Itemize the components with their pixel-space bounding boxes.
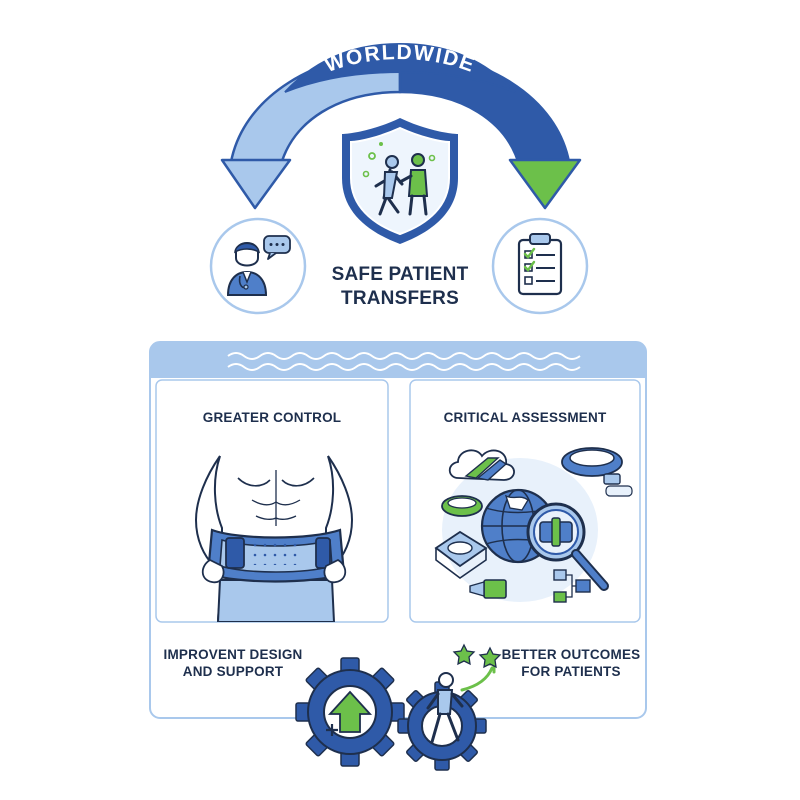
- gear-arrow-icon: [295, 657, 405, 767]
- checklist-icon: [491, 217, 589, 315]
- flowchart-icon: [553, 569, 591, 603]
- bottom-left-line1: IMPROVENT DESIGN: [163, 647, 303, 662]
- bottom-left-line2: AND SUPPORT: [182, 663, 284, 679]
- bottom-right-line1: BETTER OUTCOMES: [501, 647, 641, 662]
- cloud-icon: [448, 449, 515, 481]
- box-icon: [434, 530, 488, 579]
- globe-magnifier-icon: [434, 447, 633, 603]
- gait-belt-torso-icon: [194, 455, 354, 622]
- left-panel-title: GREATER CONTROL: [202, 410, 342, 425]
- bottom-right-line2: FOR PATIENTS: [521, 663, 621, 679]
- gear-walking-icon: [397, 643, 502, 771]
- green-band-icon: [441, 495, 483, 517]
- band-icon: [561, 447, 633, 497]
- right-panel-title: CRITICAL ASSESSMENT: [443, 410, 607, 425]
- shield-patient-icon: [342, 118, 458, 244]
- bottom-left-caption: IMPROVENT DESIGN AND SUPPORT: [158, 647, 308, 681]
- bottom-right-caption: BETTER OUTCOMES FOR PATIENTS: [498, 647, 644, 681]
- center-title: SAFE PATIENT TRANSFERS: [318, 263, 482, 311]
- connector-icon: [469, 579, 507, 599]
- caregiver-icon: [209, 217, 307, 315]
- center-title-line2: TRANSFERS: [341, 287, 459, 309]
- center-title-line1: SAFE PATIENT: [331, 264, 469, 285]
